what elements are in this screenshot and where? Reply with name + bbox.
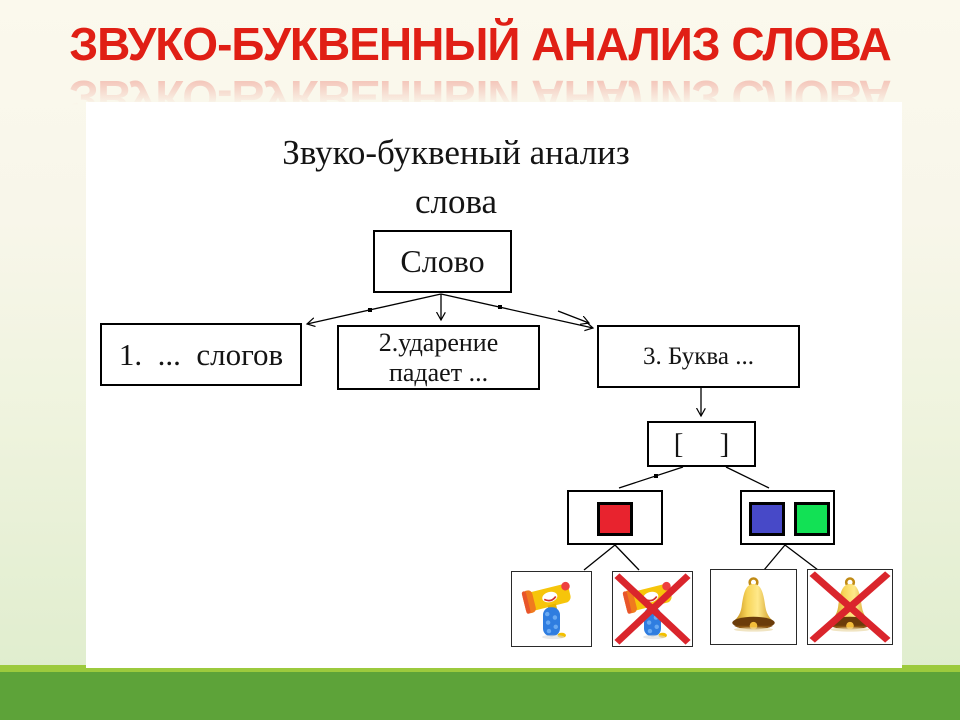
node-word: Слово — [373, 230, 512, 293]
image-box-sound-no — [612, 571, 693, 647]
image-box-ring-yes — [710, 569, 797, 645]
node-syllables: 1. ... слогов — [100, 323, 302, 386]
red-cross-icon — [613, 572, 692, 646]
green-square-icon — [794, 502, 830, 536]
diagram-heading-line1: Звуко-буквеный анализ — [282, 133, 630, 172]
slide-title: ЗВУКО-БУКВЕННЫЙ АНАЛИЗ СЛОВА — [69, 18, 891, 70]
diagram-heading-line2: слова — [414, 182, 498, 221]
bell-icon — [730, 577, 777, 633]
footer-bar — [0, 672, 960, 720]
red-square-icon — [597, 502, 633, 536]
node-stress-line2: падает ... — [388, 357, 489, 387]
node-letter: 3. Буква ... — [597, 325, 800, 388]
node-consonant-colors — [740, 490, 835, 545]
diagram-heading: Звуко-буквеный анализ слова — [86, 128, 826, 226]
image-box-ring-no — [807, 569, 893, 645]
blue-square-icon — [749, 502, 785, 536]
toy-hammer-icon — [520, 579, 576, 641]
node-stress-line1: 2.ударение — [378, 327, 499, 357]
node-stress: 2.ударение падает ... — [337, 325, 540, 390]
node-transcription: [ ] — [647, 421, 756, 467]
image-box-sound-yes — [511, 571, 592, 647]
node-vowel-color — [567, 490, 663, 545]
footer-accent-strip — [0, 665, 960, 672]
red-cross-icon — [808, 570, 892, 644]
